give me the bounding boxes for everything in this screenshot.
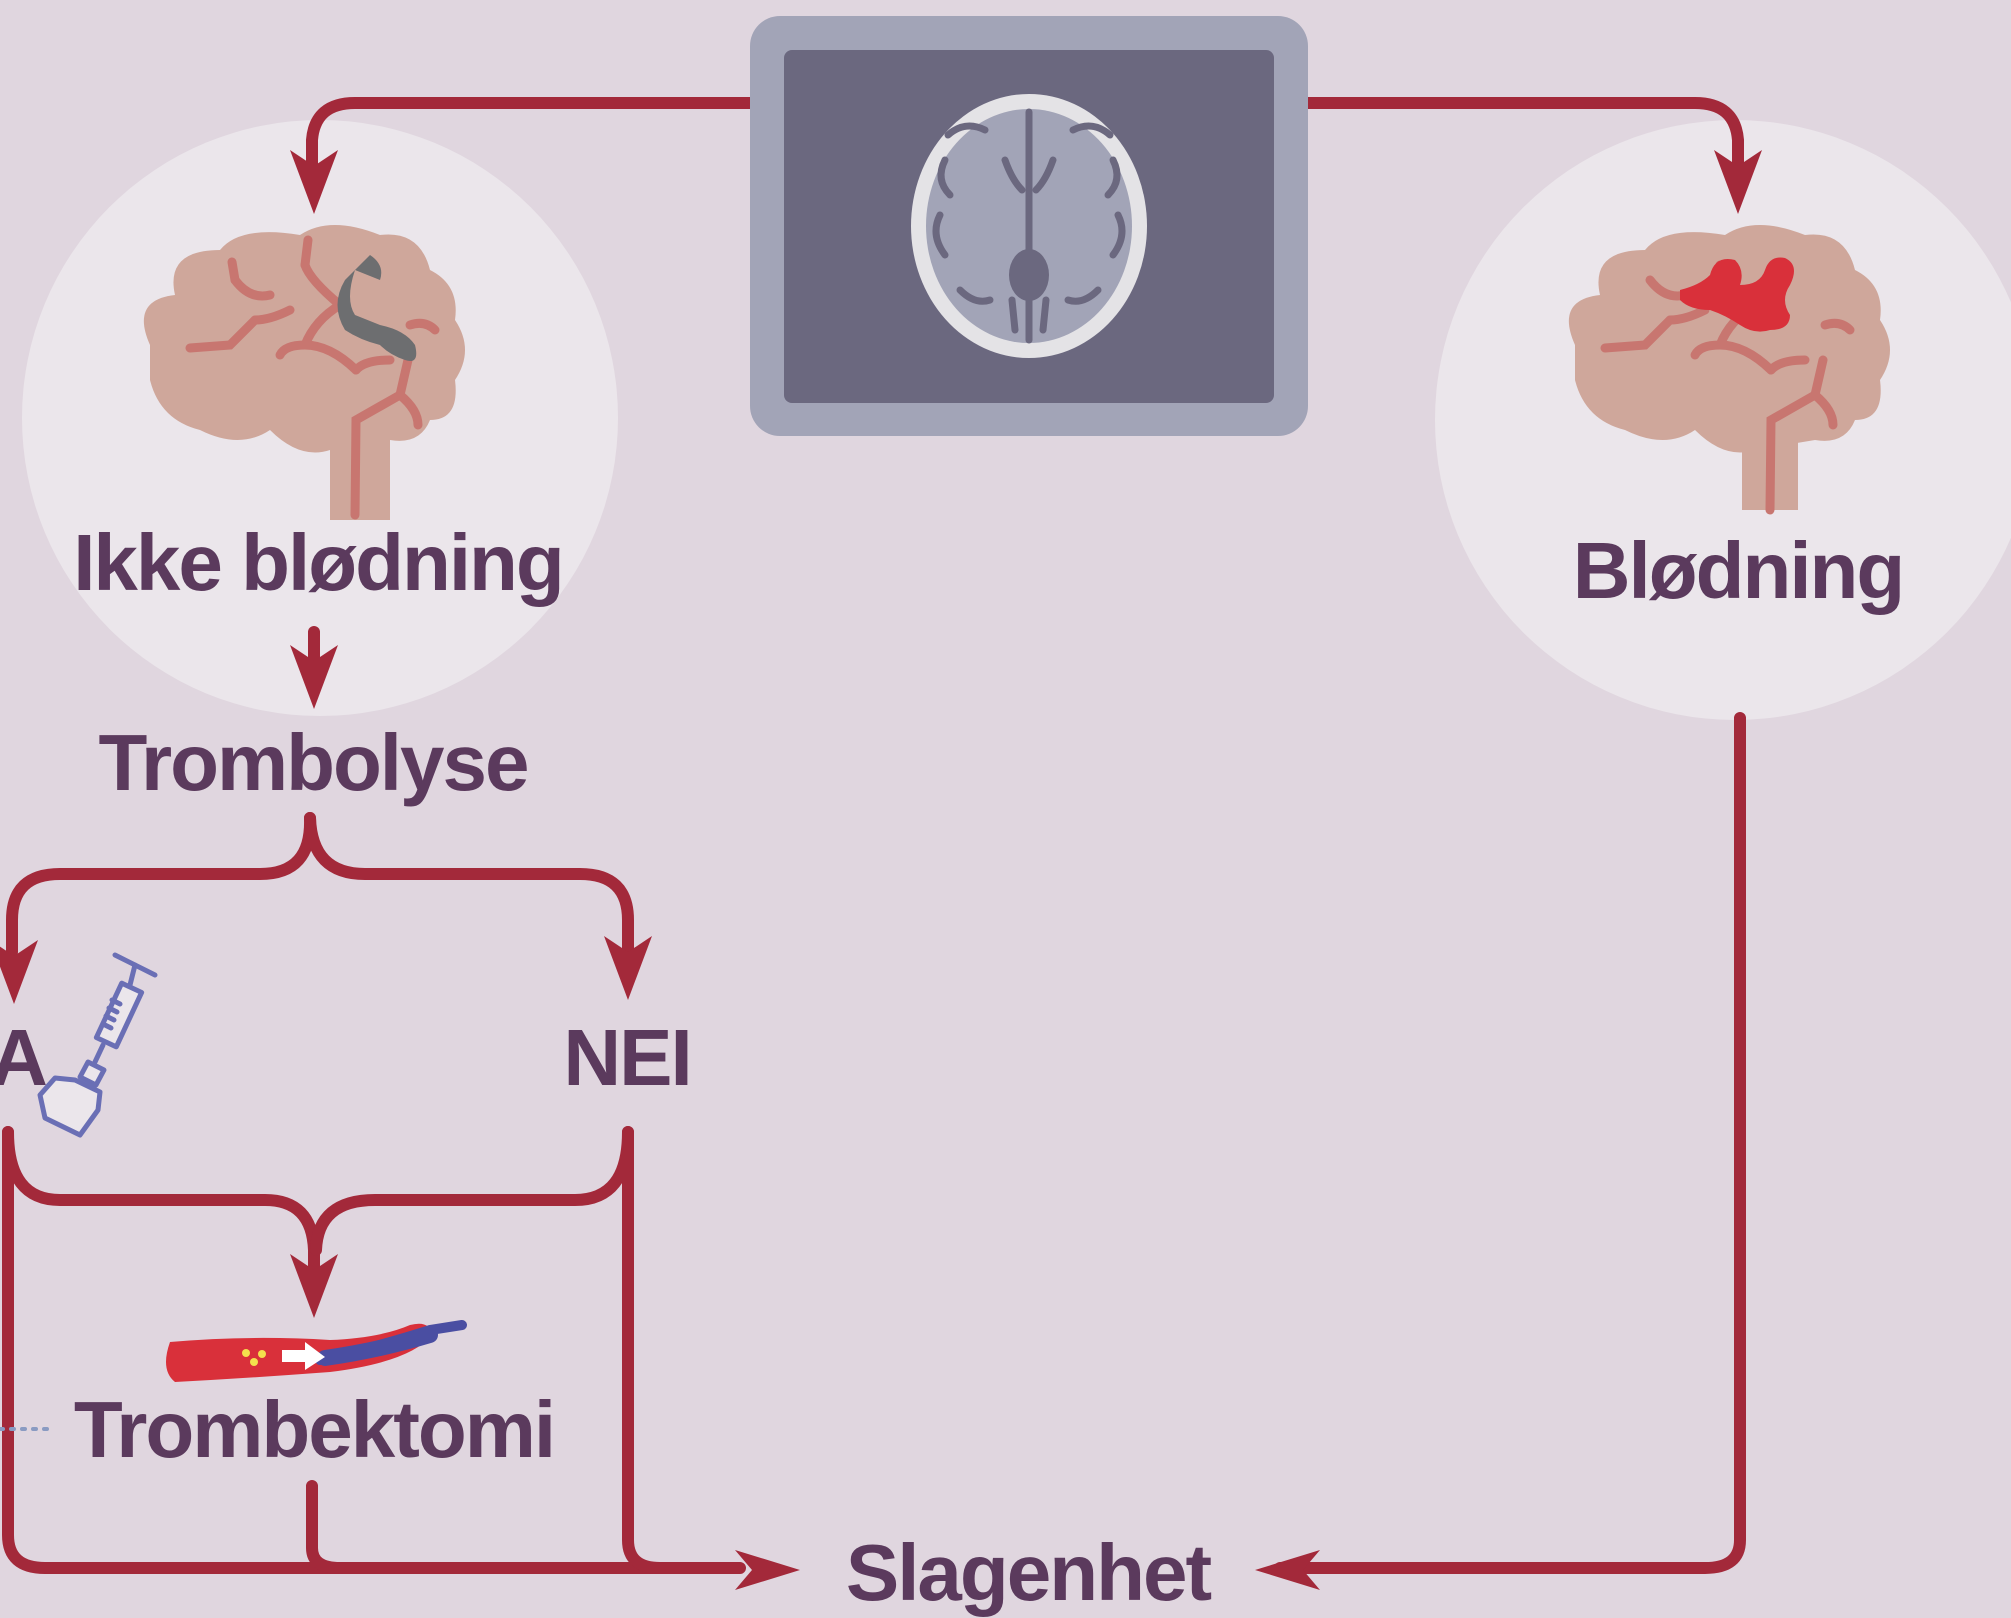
bleeding-label: Blødning: [1573, 526, 1904, 615]
thrombectomy-label: Trombektomi: [74, 1385, 554, 1474]
no-label: NEI: [563, 1013, 690, 1102]
yes-label: A: [0, 1013, 46, 1102]
line-thrombectomy-to-stroke-unit: [312, 1486, 340, 1568]
ct-scan-monitor-icon: [750, 16, 1308, 436]
non-bleeding-label: Ikke blødning: [73, 518, 563, 607]
brace-to-yes: [12, 818, 310, 952]
thrombolysis-label: Trombolyse: [98, 718, 527, 807]
brace-no-to-thrombectomy: [316, 1132, 628, 1250]
brace-to-no: [310, 818, 628, 952]
line-bleeding-to-stroke-unit: [1280, 718, 1740, 1568]
syringe-and-vial-icon: [40, 955, 155, 1135]
blood-vessel-catheter-icon: [166, 1324, 462, 1382]
brace-yes-to-thrombectomy: [8, 1132, 314, 1270]
arrowhead-yes: [0, 940, 38, 1004]
stroke-unit-label: Slagenhet: [846, 1528, 1212, 1617]
line-no-to-stroke-unit: [628, 1132, 660, 1568]
